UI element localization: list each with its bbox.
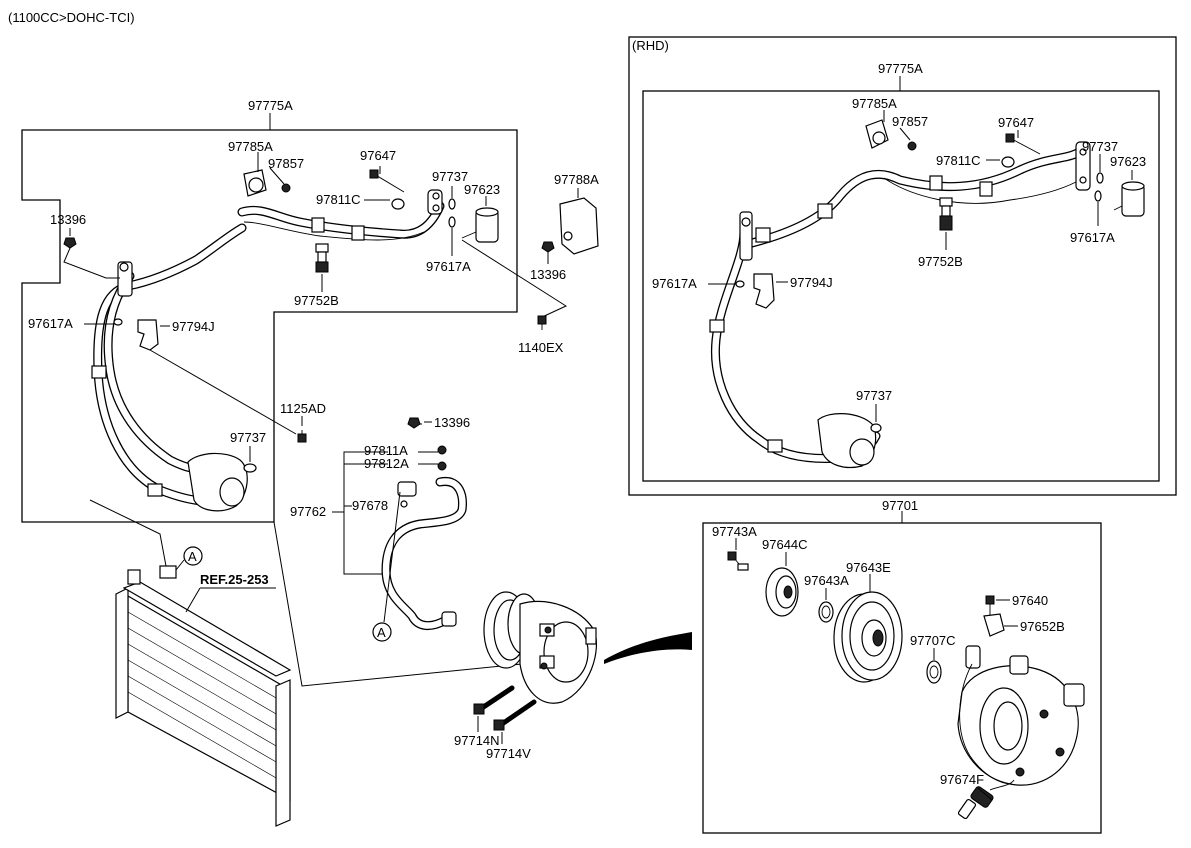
part-97811A-label[interactable]: 97811A bbox=[364, 443, 408, 458]
part-97617A-label-b[interactable]: 97617A bbox=[28, 316, 73, 331]
part-97714N-label[interactable]: 97714N bbox=[454, 733, 500, 748]
part-97752B-label[interactable]: 97752B bbox=[294, 293, 339, 308]
part-97640-label[interactable]: 97640 bbox=[1012, 593, 1048, 608]
rhd-part-97737-label-b[interactable]: 97737 bbox=[856, 388, 892, 403]
part-97707C-label[interactable]: 97707C bbox=[910, 633, 956, 648]
part-97775A-label[interactable]: 97775A bbox=[248, 98, 293, 113]
part-97762-label[interactable]: 97762 bbox=[290, 504, 326, 519]
condenser: REF.25-253 A bbox=[89, 499, 523, 827]
part-13396-label-b[interactable]: 13396 bbox=[530, 267, 566, 282]
part-97643A-label[interactable]: 97643A bbox=[804, 573, 849, 588]
rhd-part-97857-label[interactable]: 97857 bbox=[892, 114, 928, 129]
part-97674F-label[interactable]: 97674F bbox=[940, 772, 984, 787]
part-97857-label[interactable]: 97857 bbox=[268, 156, 304, 171]
lhd-frame bbox=[21, 129, 518, 523]
rhd-part-97623-label[interactable]: 97623 bbox=[1110, 154, 1146, 169]
rhd-part-97617A-label-a[interactable]: 97617A bbox=[1070, 230, 1115, 245]
engine-spec-label: (1100CC>DOHC-TCI) bbox=[8, 10, 135, 25]
part-97714V-label[interactable]: 97714V bbox=[486, 746, 531, 761]
rhd-part-97811C-label[interactable]: 97811C bbox=[936, 153, 981, 168]
marker-a-label-a[interactable]: A bbox=[188, 549, 197, 564]
ref-label[interactable]: REF.25-253 bbox=[200, 572, 269, 587]
part-13396-label-a[interactable]: 13396 bbox=[50, 212, 86, 227]
rhd-part-97794J-label[interactable]: 97794J bbox=[790, 275, 833, 290]
part-1140EX-label[interactable]: 1140EX bbox=[518, 340, 564, 355]
part-97743A-label[interactable]: 97743A bbox=[712, 524, 757, 539]
part-97623-label[interactable]: 97623 bbox=[464, 182, 500, 197]
part-97647-label[interactable]: 97647 bbox=[360, 148, 396, 163]
rhd-part-97617A-label-b[interactable]: 97617A bbox=[652, 276, 697, 291]
part-97737-label-a[interactable]: 97737 bbox=[432, 169, 468, 184]
compressor-callout-wedge bbox=[604, 632, 692, 664]
discharge-hose-group: 13396 97811A 97812A 97762 97678 A bbox=[290, 415, 470, 642]
part-97794J-label-a[interactable]: 97794J bbox=[172, 319, 215, 334]
marker-a-label-b[interactable]: A bbox=[377, 625, 386, 640]
part-97678-label[interactable]: 97678 bbox=[352, 498, 388, 513]
part-1125AD-label[interactable]: 1125AD bbox=[280, 401, 326, 416]
part-97644C-label[interactable]: 97644C bbox=[762, 537, 808, 552]
lhd-hose-assembly: 97775A 97785A 97857 bbox=[21, 98, 518, 523]
bolt-1125AD: 1125AD bbox=[149, 349, 326, 443]
rhd-part-97785A-label[interactable]: 97785A bbox=[852, 96, 897, 111]
part-97788A-label[interactable]: 97788A bbox=[554, 172, 599, 187]
part-97617A-label-a[interactable]: 97617A bbox=[426, 259, 471, 274]
part-97737-label-b[interactable]: 97737 bbox=[230, 430, 266, 445]
rhd-part-97775A-label[interactable]: 97775A bbox=[878, 61, 923, 76]
compressor-bolts: 97714N 97714V bbox=[454, 685, 537, 761]
rhd-label: (RHD) bbox=[632, 38, 669, 53]
part-97785A-label[interactable]: 97785A bbox=[228, 139, 273, 154]
part-97652B-label[interactable]: 97652B bbox=[1020, 619, 1065, 634]
part-97701-label[interactable]: 97701 bbox=[882, 498, 918, 513]
rhd-inner-frame bbox=[642, 90, 1160, 482]
part-97812A-label[interactable]: 97812A bbox=[364, 456, 409, 471]
bracket-group: 97788A 13396 1140EX bbox=[461, 172, 599, 355]
part-97811C-label[interactable]: 97811C bbox=[316, 192, 361, 207]
rhd-part-97647-label[interactable]: 97647 bbox=[998, 115, 1034, 130]
compressor-exploded-panel: 97701 97743A 97644C 97643A 97643E 97707C bbox=[702, 498, 1102, 834]
rhd-part-97752B-label[interactable]: 97752B bbox=[918, 254, 963, 269]
part-97643E-label[interactable]: 97643E bbox=[846, 560, 891, 575]
part-13396-label-c[interactable]: 13396 bbox=[434, 415, 470, 430]
compressor-lhd bbox=[483, 591, 598, 704]
rhd-frame bbox=[628, 36, 1177, 496]
rhd-part-97737-label-a[interactable]: 97737 bbox=[1082, 139, 1118, 154]
rhd-panel: (RHD) 97775A 97785A 97857 bbox=[628, 36, 1177, 496]
